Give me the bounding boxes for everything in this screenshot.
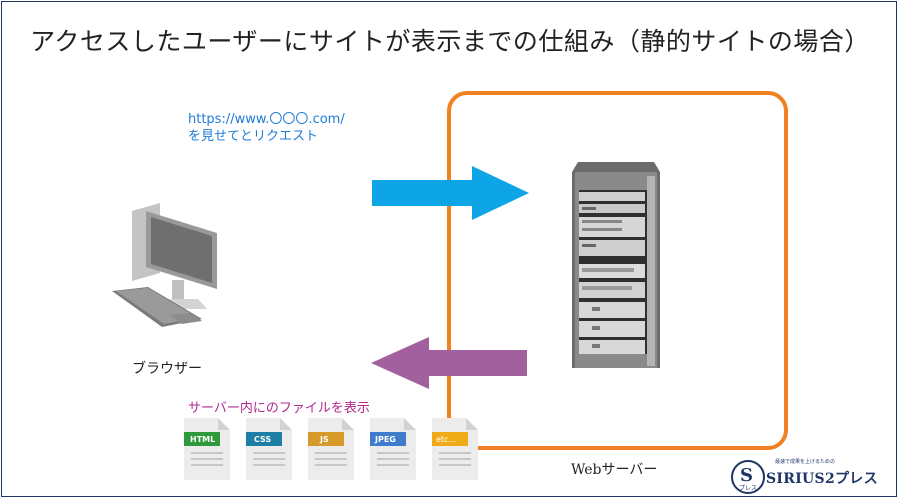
jpeg-file-icon: JPEG [370,418,416,480]
js-file-label: JS [319,435,329,444]
browser-label: ブラウザー [132,361,202,377]
display-files-text: サーバー内にのファイルを表示 [188,401,370,416]
js-file-icon: JS [308,418,354,480]
logo-letter: S [740,465,753,486]
logo-sub: プレス [739,485,757,492]
response-arrow-shape [371,337,527,389]
web-server-box [447,91,788,450]
computer-icon [112,203,217,327]
logo-name: SIRIUS2プレス [766,471,878,487]
diagram-title: アクセスしたユーザーにサイトが表示までの仕組み（静的サイトの場合） [30,27,870,56]
jpeg-file-label: JPEG [374,435,396,444]
logo-emblem-icon: S プレス [731,460,765,494]
request-text: https://www.〇〇〇.com/ を見せてとリクエスト [188,111,345,145]
web-server-label: Webサーバー [571,462,658,478]
request-message: を見せてとリクエスト [188,129,319,144]
response-arrow [371,337,527,389]
html-file-label: HTML [190,435,215,444]
request-url: https://www.〇〇〇.com/ [188,112,345,127]
logo-tagline: 最速で成果を上げるための [775,459,836,465]
css-file-icon: CSS [246,418,292,480]
html-file-icon: HTML [184,418,230,480]
request-arrow [372,166,529,220]
request-arrow-shape [372,166,529,220]
server-rack-icon [572,162,660,368]
file-icons: HTML CSS JS JPEG etc... [184,418,478,480]
css-file-label: CSS [254,435,271,444]
etc-file-icon: etc... [432,418,478,480]
etc-file-label: etc... [436,435,456,444]
